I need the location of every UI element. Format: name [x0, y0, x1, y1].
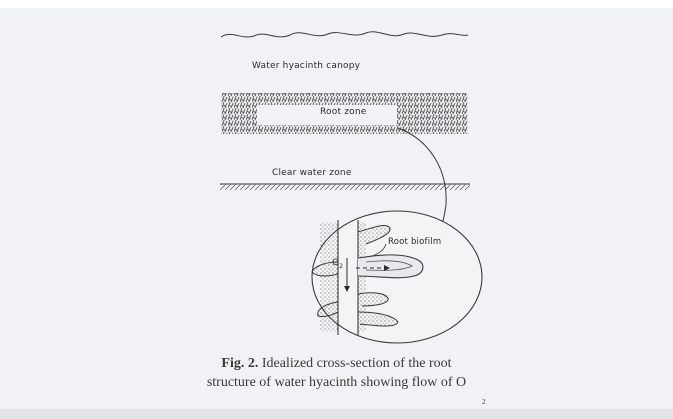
clear-water-label: Clear water zone: [272, 168, 352, 178]
canopy-label: Water hyacinth canopy: [252, 61, 360, 71]
magnify-connector: [398, 128, 446, 224]
figure-caption-line1: Fig. 2. Idealized cross-section of the r…: [0, 356, 673, 372]
root-zone-label: Root zone: [316, 107, 371, 117]
canopy-outline: [221, 32, 468, 37]
sediment-line: [220, 184, 470, 190]
caption-subscript: 2: [482, 398, 486, 406]
magnified-root-detail: [312, 211, 482, 343]
figure-caption-line2: structure of water hyacinth showing flow…: [0, 375, 673, 391]
bottom-border: [0, 409, 673, 419]
oxygen-label: O2: [332, 258, 343, 270]
figure-number: Fig. 2.: [221, 356, 258, 371]
root-biofilm-label: Root biofilm: [388, 237, 441, 247]
